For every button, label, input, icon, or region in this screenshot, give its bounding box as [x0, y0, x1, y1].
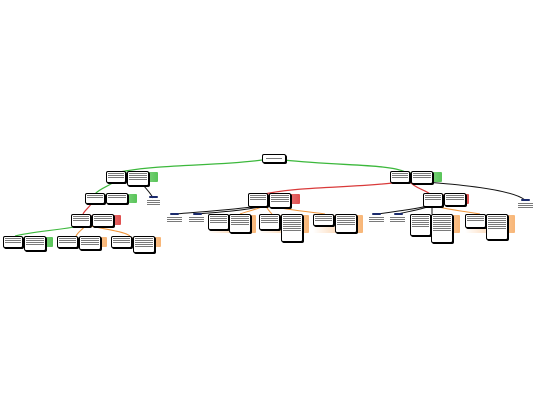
left-topic-node[interactable] [106, 171, 126, 183]
left-navy-marker [149, 196, 158, 198]
right-mid-node[interactable] [248, 193, 268, 207]
left-l2-note [106, 193, 128, 204]
mid-leaf-1-marker [170, 213, 179, 215]
sub-leaf-2-marker [394, 213, 403, 215]
mid-leaf-2-marker [193, 213, 202, 215]
sub-leaf-4-node[interactable] [465, 214, 486, 228]
left-leaf-c-node[interactable] [111, 236, 132, 248]
right-far-leaf [517, 202, 534, 214]
connector-right-far [424, 181, 526, 201]
sub-leaf-2 [389, 216, 406, 228]
left-l3-note [92, 214, 114, 227]
sub-leaf-1-marker [372, 213, 381, 215]
connector-l3-b [75, 225, 86, 237]
left-leaf-a-note [24, 236, 46, 251]
right-topic-node[interactable] [390, 171, 410, 183]
mid-leaf-4-note [281, 214, 303, 242]
mid-leaf-4-node[interactable] [259, 214, 280, 230]
connector-l3-c [89, 225, 131, 237]
root-node[interactable] [262, 154, 286, 163]
mid-leaf-3-note [229, 214, 251, 233]
right-topic-note [411, 171, 433, 184]
sub-leaf-3-note [431, 214, 453, 243]
left-l2-node[interactable] [85, 193, 105, 204]
sub-leaf-1 [368, 216, 385, 228]
right-mid-note [269, 193, 291, 208]
connector-mid-2 [196, 205, 263, 215]
connector-root-left [119, 159, 263, 173]
mid-leaf-3-node[interactable] [208, 214, 229, 230]
connector-l3-a [14, 225, 81, 237]
mid-leaf-5-node[interactable] [313, 214, 334, 226]
left-leaf-b-note [79, 236, 101, 250]
left-leaf-a-node[interactable] [3, 236, 23, 248]
left-navy-leaf [146, 199, 161, 211]
left-topic-note [127, 171, 149, 186]
right-far-marker [521, 199, 530, 201]
connector-sub-1 [377, 205, 429, 215]
root-node-text-line [266, 158, 282, 159]
sub-leaf-3-node[interactable] [410, 214, 431, 236]
mid-leaf-2 [188, 216, 205, 228]
left-leaf-c-note [133, 236, 155, 253]
connector-mid-4 [265, 205, 273, 215]
connector-mid-1 [174, 205, 261, 215]
connector-right-mid [264, 181, 401, 195]
mid-leaf-1 [166, 216, 183, 228]
sub-leaf-4-note [486, 214, 508, 240]
connector-root-right [283, 159, 406, 173]
right-sub-note [444, 193, 466, 206]
connector-sub-4 [433, 205, 481, 215]
right-sub-node[interactable] [423, 193, 443, 207]
left-l3-node[interactable] [71, 214, 91, 227]
mid-leaf-5-note [335, 214, 357, 233]
left-leaf-b-node[interactable] [57, 236, 78, 248]
